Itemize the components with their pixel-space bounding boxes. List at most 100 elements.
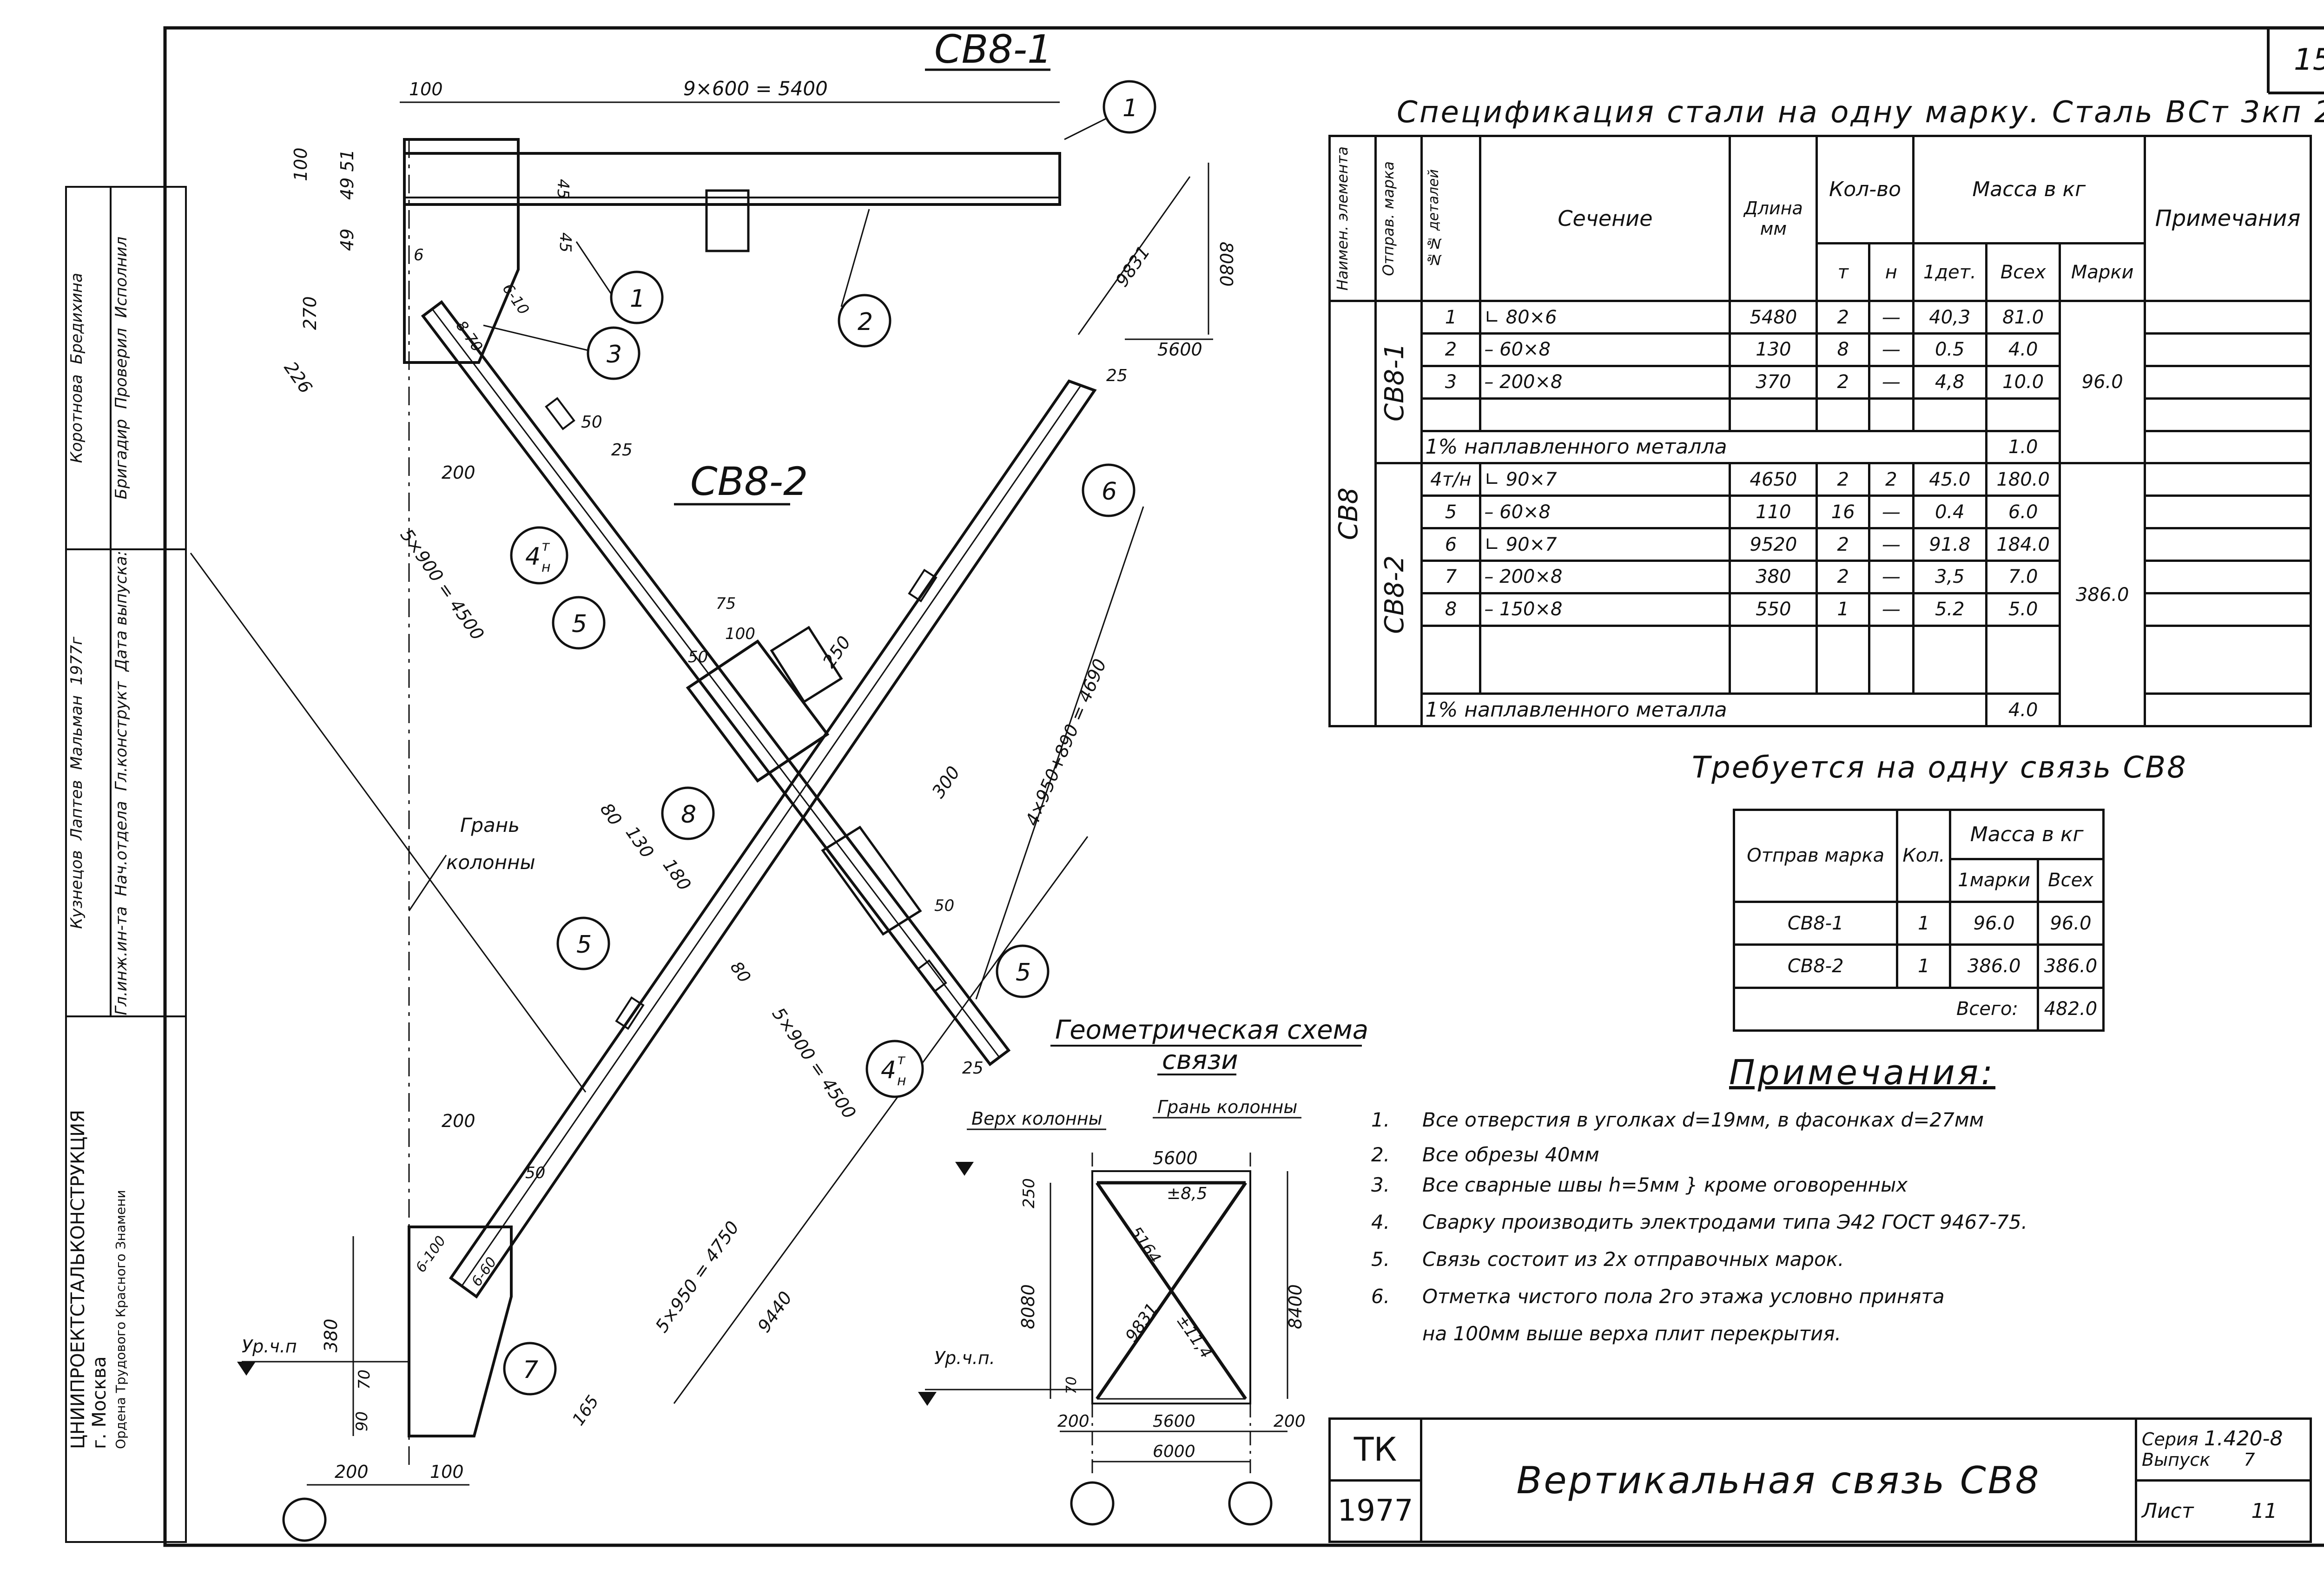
req-r1-qty: 1	[1896, 900, 1952, 946]
dim-80-b: 80	[726, 958, 754, 987]
g1-weld-note	[2144, 429, 2312, 465]
req-r1-m1: 96.0	[1949, 900, 2039, 946]
req-r2-qty: 1	[1896, 943, 1952, 989]
callout-1a: 1	[1103, 80, 1156, 134]
g2-r2-t: 16	[1816, 494, 1871, 530]
g1-r2-section: – 60×8	[1479, 332, 1731, 367]
dim-300: 300	[928, 763, 964, 802]
g2-r3-length: 9520	[1729, 527, 1818, 562]
dim-5600: 5600	[1157, 339, 1202, 360]
dim-25-b: 25	[962, 1059, 984, 1078]
note-1: 1.Все отверстия в уголках d=19мм, в фасо…	[1371, 1108, 1984, 1131]
svg-text:7: 7	[523, 1356, 538, 1384]
g1-r1-length: 5480	[1729, 300, 1818, 335]
g2-r4-mall: 7.0	[1985, 559, 2061, 594]
callout-4-upper: 4 т н	[510, 526, 568, 585]
leader-1b	[575, 241, 614, 298]
g2-r1-note	[2144, 462, 2312, 497]
g1-r1-n: —	[1868, 300, 1915, 335]
hdr-qty-t: т	[1816, 242, 1871, 303]
level-mark-label: Ур.ч.п	[242, 1336, 297, 1357]
g2-empty-no	[1420, 624, 1482, 695]
g2-r3-section: ∟ 90×7	[1479, 527, 1731, 562]
sv8-1-title: СВ8-1	[934, 26, 1052, 72]
g1-r3-t: 2	[1816, 364, 1871, 400]
dimline-4690	[975, 506, 1144, 1000]
dim-200-bottom: 200	[335, 1462, 369, 1482]
callout-2: 2	[838, 294, 891, 348]
req-r2-mall: 386.0	[2037, 943, 2105, 989]
dimline-5x900-left	[190, 553, 587, 1093]
notes-title: Примечания:	[1729, 1053, 1996, 1093]
leader-1a	[1064, 118, 1107, 140]
g2-weld-note	[2144, 692, 2312, 727]
svg-text:т: т	[541, 538, 550, 554]
svg-text:т: т	[897, 1052, 906, 1068]
dim-100-b: 100	[725, 625, 755, 643]
g2-r3-n: —	[1868, 527, 1915, 562]
g1-empty-no	[1420, 397, 1482, 432]
g2-weld-mass: 4.0	[1985, 692, 2061, 727]
dim-250: 250	[819, 633, 855, 672]
series-label: Серия	[2142, 1429, 2199, 1450]
geometry-dim-6000: 6000	[1153, 1442, 1195, 1461]
svg-text:5: 5	[1016, 959, 1031, 987]
dim-80-a: 80	[596, 799, 626, 830]
sheet-number: 15	[2294, 43, 2324, 77]
title-tk: ТК	[1328, 1417, 1422, 1482]
dim-270: 270	[300, 296, 320, 330]
g2-r2-mall: 6.0	[1985, 494, 2061, 530]
splice-plate-lower	[821, 825, 922, 936]
geometry-dim-8080: 8080	[1018, 1284, 1038, 1329]
g1-r2-note	[2144, 332, 2312, 367]
g2-empty-mall	[1985, 624, 2061, 695]
g2-empty-t	[1816, 624, 1871, 695]
geometry-diagonal-2	[1096, 1182, 1247, 1400]
required-table-title: Требуется на одну связь СВ8	[1692, 751, 2187, 785]
dim-50-c: 50	[934, 896, 954, 915]
geometry-dim-9831: 9831	[1122, 1300, 1162, 1346]
title-sheet: Лист 11	[2135, 1479, 2312, 1543]
g2-r5-note	[2144, 592, 2312, 627]
dim-9440: 9440	[753, 1288, 796, 1336]
g2-r1-section: ∟ 90×7	[1479, 462, 1731, 497]
dim-6-60: 6-60	[469, 1254, 500, 1290]
g2-r5-no: 8	[1420, 592, 1482, 627]
g1-r3-m1: 4,8	[1912, 364, 1988, 400]
dim-8080: 8080	[1216, 242, 1236, 287]
g2-empty-length	[1729, 624, 1818, 695]
geometry-axis-bubble-right	[1228, 1481, 1273, 1526]
g1-r1-section: ∟ 80×6	[1479, 300, 1731, 335]
dim-49: 49	[337, 229, 357, 251]
g1-r3-mall: 10.0	[1985, 364, 2061, 400]
g2-r3-t: 2	[1816, 527, 1871, 562]
stamp-names2: Коротнова Бредихина	[65, 186, 112, 550]
req-total: 482.0	[2037, 986, 2105, 1032]
g2-r1-no: 4т/н	[1420, 462, 1482, 497]
dim-25-top: 25	[1106, 366, 1128, 385]
req-hdr-all: Всех	[2037, 857, 2105, 903]
hdr-note: Примечания	[2144, 134, 2312, 303]
dim-90: 90	[353, 1411, 371, 1431]
geometry-dim-5600-top: 5600	[1153, 1148, 1198, 1168]
geometry-bottom-level-triangle	[918, 1392, 937, 1406]
issue-value: 7	[2244, 1450, 2255, 1470]
stamp-roles1: Гл.инж.ин-та Нач.отдела Гл.конструкт Дат…	[110, 548, 187, 1018]
g1-empty-mall	[1985, 397, 2061, 432]
title-block: ТК Вертикальная связь СВ8 Серия 1.420-8 …	[1328, 1417, 2312, 1543]
hdr-mark: Отправ. марка	[1374, 134, 1423, 303]
dim-70: 70	[355, 1370, 374, 1390]
g2-r1-t: 2	[1816, 462, 1871, 497]
g2-r4-m1: 3,5	[1912, 559, 1988, 594]
note-2: 2.Все обрезы 40мм	[1371, 1143, 1599, 1166]
dim-45b: 45	[556, 232, 574, 252]
sheet-value: 11	[2251, 1499, 2278, 1523]
dim-380: 380	[321, 1318, 341, 1352]
svg-text:5: 5	[576, 931, 592, 959]
g2-r5-section: – 150×8	[1479, 592, 1731, 627]
g2-r3-mall: 184.0	[1985, 527, 2061, 562]
dim-100-left: 100	[290, 147, 311, 181]
g2-r2-no: 5	[1420, 494, 1482, 530]
callout-5b: 5	[556, 916, 610, 970]
